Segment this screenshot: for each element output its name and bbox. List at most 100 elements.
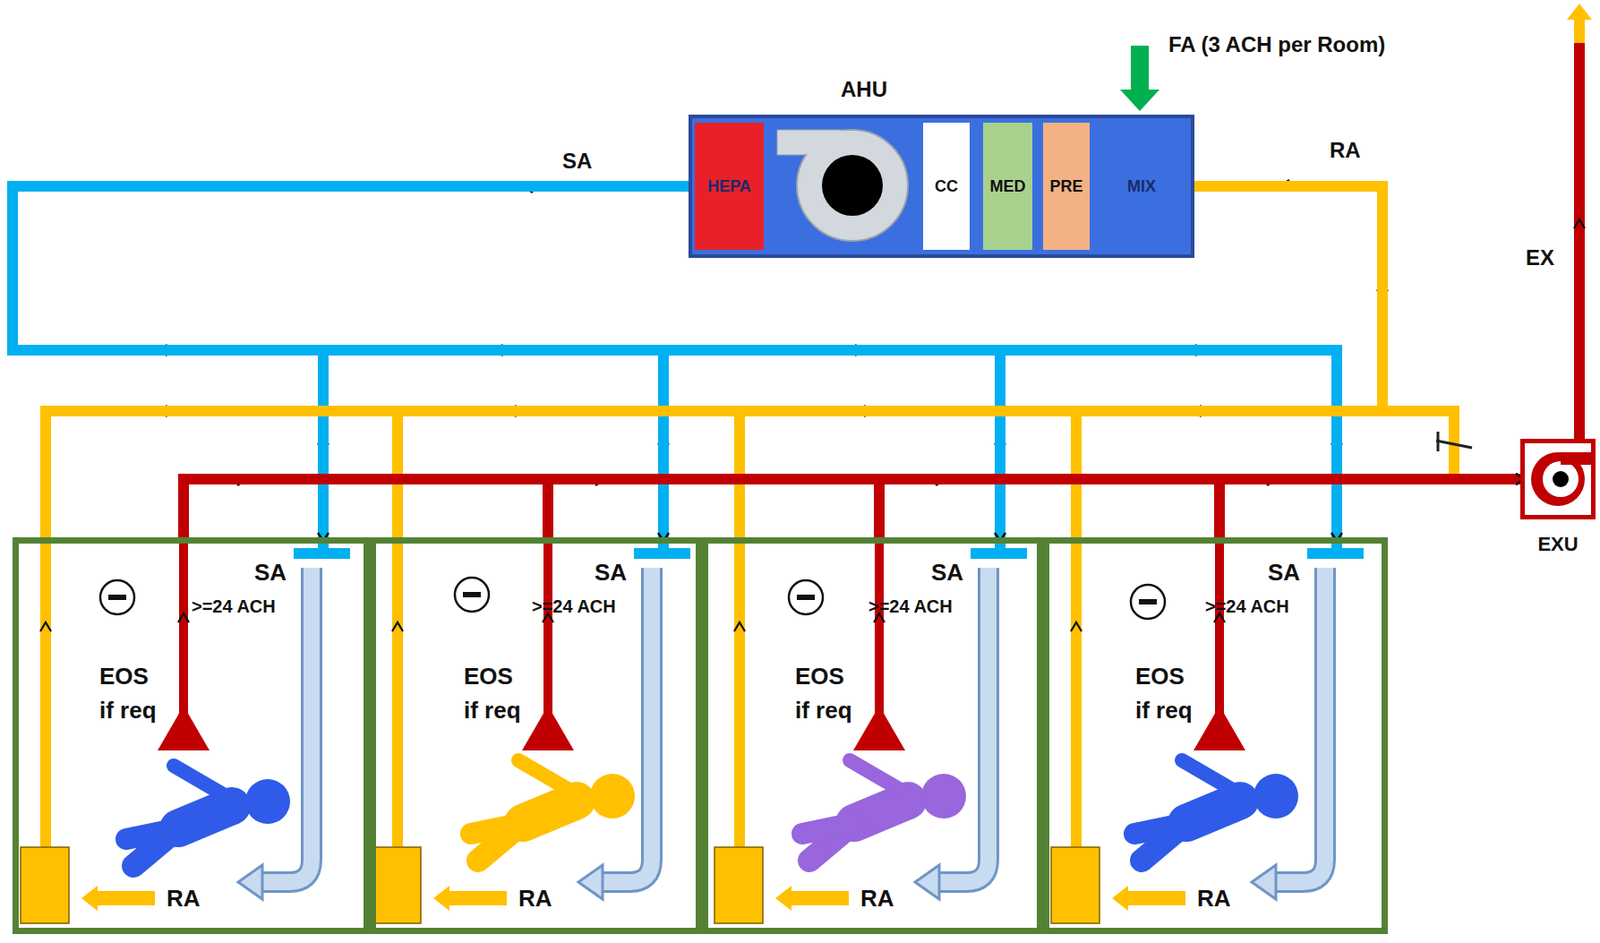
patient-head [1253, 773, 1299, 819]
fresh-air-arrow [1120, 45, 1160, 112]
exhaust-riser [179, 537, 189, 717]
patient-head [245, 778, 291, 824]
room-fixture-group [1051, 537, 1364, 924]
supply-label: SA [594, 558, 627, 586]
fan-wheel [821, 154, 883, 216]
room-fixtures [20, 537, 1364, 924]
section-label: CC [934, 176, 959, 197]
exhaust-grille [521, 705, 574, 751]
supply-diffuser [633, 547, 691, 559]
minus-bar [462, 591, 481, 598]
isolation-room: SA >=24 ACH EOS if reqRA [1043, 537, 1388, 934]
return-arrow [775, 885, 849, 911]
patient-head [921, 773, 967, 819]
hepa-filter: HEPA [694, 122, 764, 250]
patient-figure [470, 760, 635, 861]
flow-chevron [1574, 219, 1585, 229]
exhaust-duct [879, 479, 1521, 538]
exhaust-fan: EXU [1520, 438, 1596, 520]
supply-duct [12, 186, 695, 538]
patient-figure [126, 765, 291, 866]
return-label: RA [1197, 884, 1232, 912]
room-fixture-group [20, 537, 351, 924]
fan-outlet [777, 129, 853, 155]
damper-shaft [1437, 431, 1440, 452]
section-label: MED [990, 176, 1027, 197]
supply-diffuser [293, 547, 351, 559]
patient-limb [518, 760, 568, 789]
patient-figure [802, 760, 967, 861]
fan-label: EXU [1537, 532, 1578, 557]
return-grille [714, 847, 763, 924]
flow-chevron [178, 613, 189, 623]
fan-hub [1552, 470, 1569, 488]
return-riser [1070, 537, 1082, 848]
exhaust-label: EOS if req [463, 658, 529, 728]
airflow-arrow-head [915, 864, 940, 899]
duct-label: EX [1525, 245, 1555, 271]
minus-bar [108, 594, 127, 600]
patient-limb [1134, 822, 1187, 834]
air-handling-unit: AHUHEPACCMEDPREMIX [688, 114, 1195, 258]
fan-scroll-inner [1542, 461, 1579, 497]
exhaust-duct [183, 479, 1521, 538]
exhaust-riser [874, 537, 884, 717]
minus-bar [796, 594, 815, 600]
patient-limb [470, 822, 523, 834]
supply-diffuser [1307, 547, 1364, 559]
flow-chevron [1070, 622, 1082, 632]
unit-title: AHU [840, 77, 888, 103]
mixing-box: MIX [1096, 122, 1187, 250]
exhaust-fan-icon [1524, 443, 1592, 515]
room-fixture-group [714, 537, 1027, 924]
patient-limb [1181, 760, 1232, 789]
return-grille [20, 847, 69, 924]
supply-label: SA [1267, 558, 1301, 586]
return-riser [392, 537, 403, 848]
minus-bar [1138, 598, 1157, 605]
pre-filter: PRE [1043, 122, 1090, 250]
supply-diffuser [970, 547, 1027, 559]
negative-pressure-symbol [100, 580, 135, 615]
exhaust-duct [1219, 479, 1521, 538]
supply-label: SA [931, 558, 964, 586]
patient-limb [802, 822, 855, 834]
patient-limb [173, 765, 223, 795]
section-label: PRE [1049, 176, 1083, 197]
return-label: RA [860, 884, 895, 912]
exhaust-grille [1193, 705, 1246, 751]
fan-outlet-cover [778, 130, 854, 155]
return-arrow [81, 885, 155, 911]
airflow-arrow-head [578, 864, 603, 899]
exhaust-label: EOS if req [1135, 658, 1200, 728]
negative-pressure-symbol [788, 580, 823, 615]
duct-label: SA [562, 148, 592, 174]
exhaust-label: EOS if req [795, 658, 860, 728]
exhaust-riser [1214, 537, 1224, 717]
return-label: RA [518, 884, 553, 912]
room-fixture-group [372, 537, 691, 924]
return-arrow [1112, 885, 1186, 911]
flow-chevron [734, 622, 745, 632]
exhaust-duct [547, 479, 1521, 538]
exhaust-label: EOS if req [99, 658, 164, 728]
return-riser [734, 537, 745, 848]
cooling-coil: CC [923, 122, 970, 250]
air-change-label: >=24 ACH [531, 595, 617, 617]
section-label: HEPA [707, 176, 752, 197]
airflow-arrow-head [238, 864, 263, 899]
return-grille [372, 847, 421, 924]
patient-head [590, 773, 635, 819]
negative-pressure-symbol [454, 577, 489, 612]
return-arrow [433, 885, 507, 911]
isolation-room: SA >=24 ACH EOS if reqRA [369, 537, 702, 934]
section-label: MIX [1127, 176, 1156, 197]
patient-figure [1134, 760, 1299, 861]
discharge-arrow [1566, 3, 1592, 43]
air-change-label: >=24 ACH [1205, 595, 1290, 617]
patient-limb [126, 828, 179, 839]
isolation-room: SA>=24 ACHEOS if reqRA [701, 537, 1044, 934]
patient-limb [849, 760, 899, 789]
airflow-arrow-head [1251, 864, 1276, 899]
